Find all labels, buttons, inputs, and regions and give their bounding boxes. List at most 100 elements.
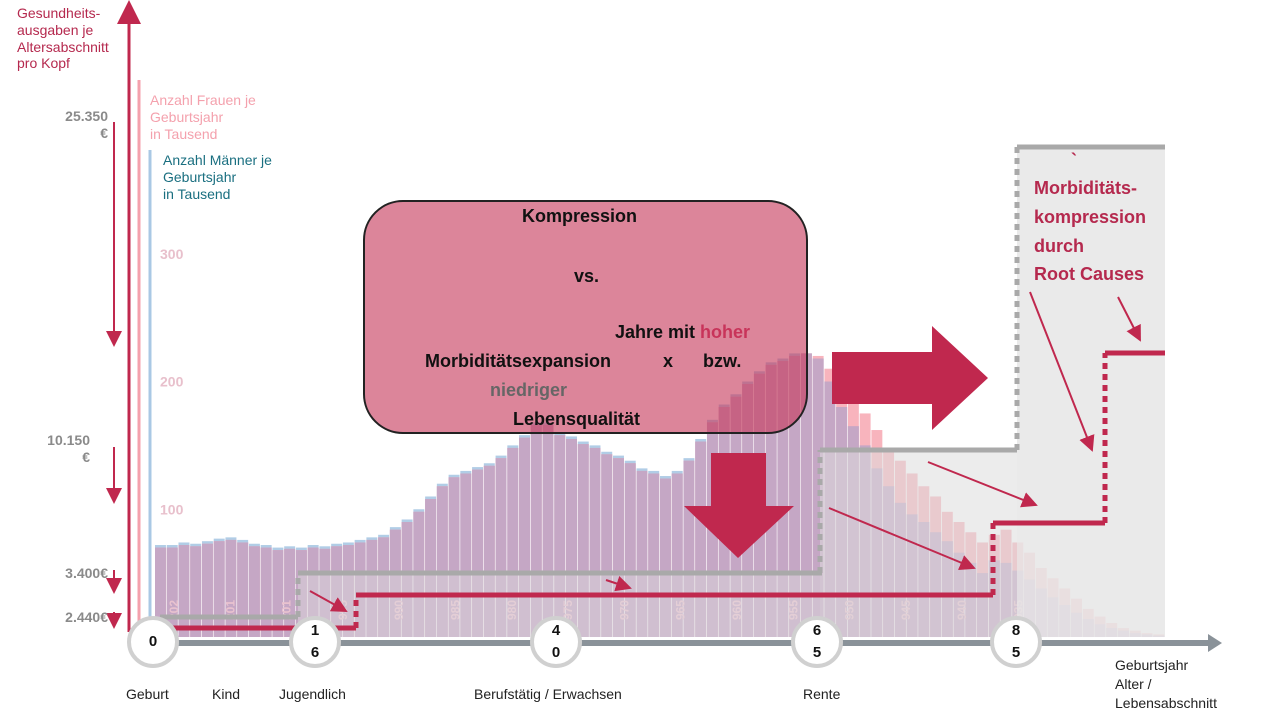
overlap-bar: [342, 545, 354, 637]
stage-label: Berufstätig / Erwachsen: [474, 686, 622, 702]
overlap-bar: [460, 473, 472, 637]
overlap-bar: [812, 358, 824, 637]
women-axis-title: Anzahl Frauen je Geburtsjahr in Tausend: [150, 92, 256, 142]
x-axis-title: Geburtsjahr Alter / Lebensabschnitt: [1115, 657, 1217, 711]
grey-spend-steps: [160, 144, 1165, 620]
population-tick-labels: 300 200 100: [160, 246, 184, 518]
box-line-4c: bzw.: [703, 351, 742, 371]
overlap-bar: [789, 355, 801, 637]
connector-arrow: [828, 507, 976, 571]
overlap-bar: [436, 486, 448, 637]
overlap-bar: [295, 550, 307, 637]
overlap-bar: [354, 542, 366, 638]
spend-axis-title: Gesundheits- ausgaben je Altersabschnitt…: [17, 5, 109, 72]
retiree-spend-area: [820, 450, 1017, 637]
money-tick: 25.350 €: [65, 108, 108, 141]
population-tick-label: 300: [160, 246, 184, 262]
down-block-arrow: [684, 453, 794, 558]
money-tick: 10.150 €: [47, 432, 90, 465]
overlap-bar: [624, 463, 636, 637]
overlap-bar: [566, 438, 577, 637]
population-tick-label: 200: [160, 374, 184, 390]
stage-label: Rente: [803, 686, 841, 702]
money-tick: 2.440€: [65, 609, 108, 625]
money-tick: 3.400€: [65, 565, 108, 581]
connector-arrow: [1117, 296, 1141, 342]
overlap-bar: [284, 548, 296, 637]
overlap-bar: [201, 543, 213, 637]
overlap-bar: [660, 478, 671, 637]
age-marker-16: 16: [289, 616, 341, 668]
overlap-bar: [648, 473, 660, 637]
year-tick-label: 955: [786, 600, 800, 620]
overlap-bar: [166, 547, 178, 638]
red-spend-steps: [160, 350, 1165, 631]
age-marker-40: 40: [530, 616, 582, 668]
overlap-bar: [683, 460, 695, 637]
overlap-bar: [178, 545, 190, 637]
overlap-bar: [401, 522, 413, 637]
box-line-4b: x: [663, 351, 674, 371]
stage-label: Kind: [212, 686, 241, 702]
right-block-arrow: [832, 326, 988, 430]
connector-arrow: [927, 461, 1038, 508]
overlap-bar: [155, 547, 166, 638]
year-tick-label: 970: [617, 600, 631, 620]
overlap-bar: [589, 447, 601, 637]
overlap-bar: [530, 424, 542, 637]
overlap-bar: [483, 465, 495, 637]
overlap-bar: [636, 470, 648, 637]
overlap-bar: [800, 353, 812, 637]
overlap-bar: [507, 447, 519, 637]
box-line-4a: Morbiditätsexpansion: [425, 351, 612, 371]
connector-arrow: [309, 590, 348, 612]
morbidity-compression-label: Morbiditäts- kompression durch Root Caus…: [1034, 178, 1147, 285]
overlap-bar: [554, 435, 566, 637]
overlap-bar: [248, 546, 260, 637]
year-tick-label: 965: [674, 600, 688, 620]
year-tick-label: 975: [561, 600, 575, 620]
overlap-bar: [777, 361, 789, 637]
overlap-bar: [542, 424, 554, 637]
overlap-bar: [613, 458, 624, 637]
senior-spend-area: [1017, 147, 1165, 637]
overlap-bar: [378, 537, 390, 638]
overlap-bar: [765, 364, 777, 637]
connector-arrow: [1029, 291, 1095, 452]
overlap-bar: [472, 469, 484, 637]
overlap-bar: [425, 499, 437, 637]
overlap-bar: [190, 546, 202, 637]
box-line-3: Jahre mit hoher: [615, 322, 751, 342]
overlap-bar: [671, 473, 683, 637]
age-marker-85: 85: [990, 616, 1042, 668]
stage-label: Jugendlich: [279, 686, 346, 702]
overlap-bar: [331, 546, 343, 637]
overlap-bar: [495, 458, 507, 637]
age-marker-65: 65: [791, 616, 843, 668]
year-tick-label: 990: [392, 600, 406, 620]
overlap-bar: [260, 547, 272, 638]
overlap-bar: [519, 437, 531, 637]
year-tick-label: 960: [730, 600, 744, 620]
year-tick-label: 980: [505, 600, 519, 620]
compression-box: [363, 200, 808, 434]
box-line-1: Kompression: [522, 206, 638, 226]
overlap-bar: [319, 548, 331, 637]
overlap-bar: [225, 539, 237, 637]
box-line-6: Lebensqualität: [513, 409, 641, 429]
age-marker-0: 0: [127, 616, 179, 668]
stage-label: Geburt: [126, 686, 169, 702]
overlap-bar: [366, 539, 378, 637]
stray-tick-mark: `: [1071, 150, 1077, 170]
population-tick-label: 100: [160, 501, 184, 517]
box-line-5: niedriger: [490, 380, 568, 400]
connector-arrow: [605, 575, 632, 592]
overlap-bar: [695, 441, 707, 637]
overlap-bar: [601, 454, 613, 637]
year-tick-label: 985: [449, 600, 463, 620]
men-axis-title: Anzahl Männer je Geburtsjahr in Tausend: [163, 152, 272, 202]
overlap-bar: [577, 444, 589, 637]
overlap-bar: [272, 550, 284, 637]
x-axis-arrowhead: [1208, 634, 1222, 652]
